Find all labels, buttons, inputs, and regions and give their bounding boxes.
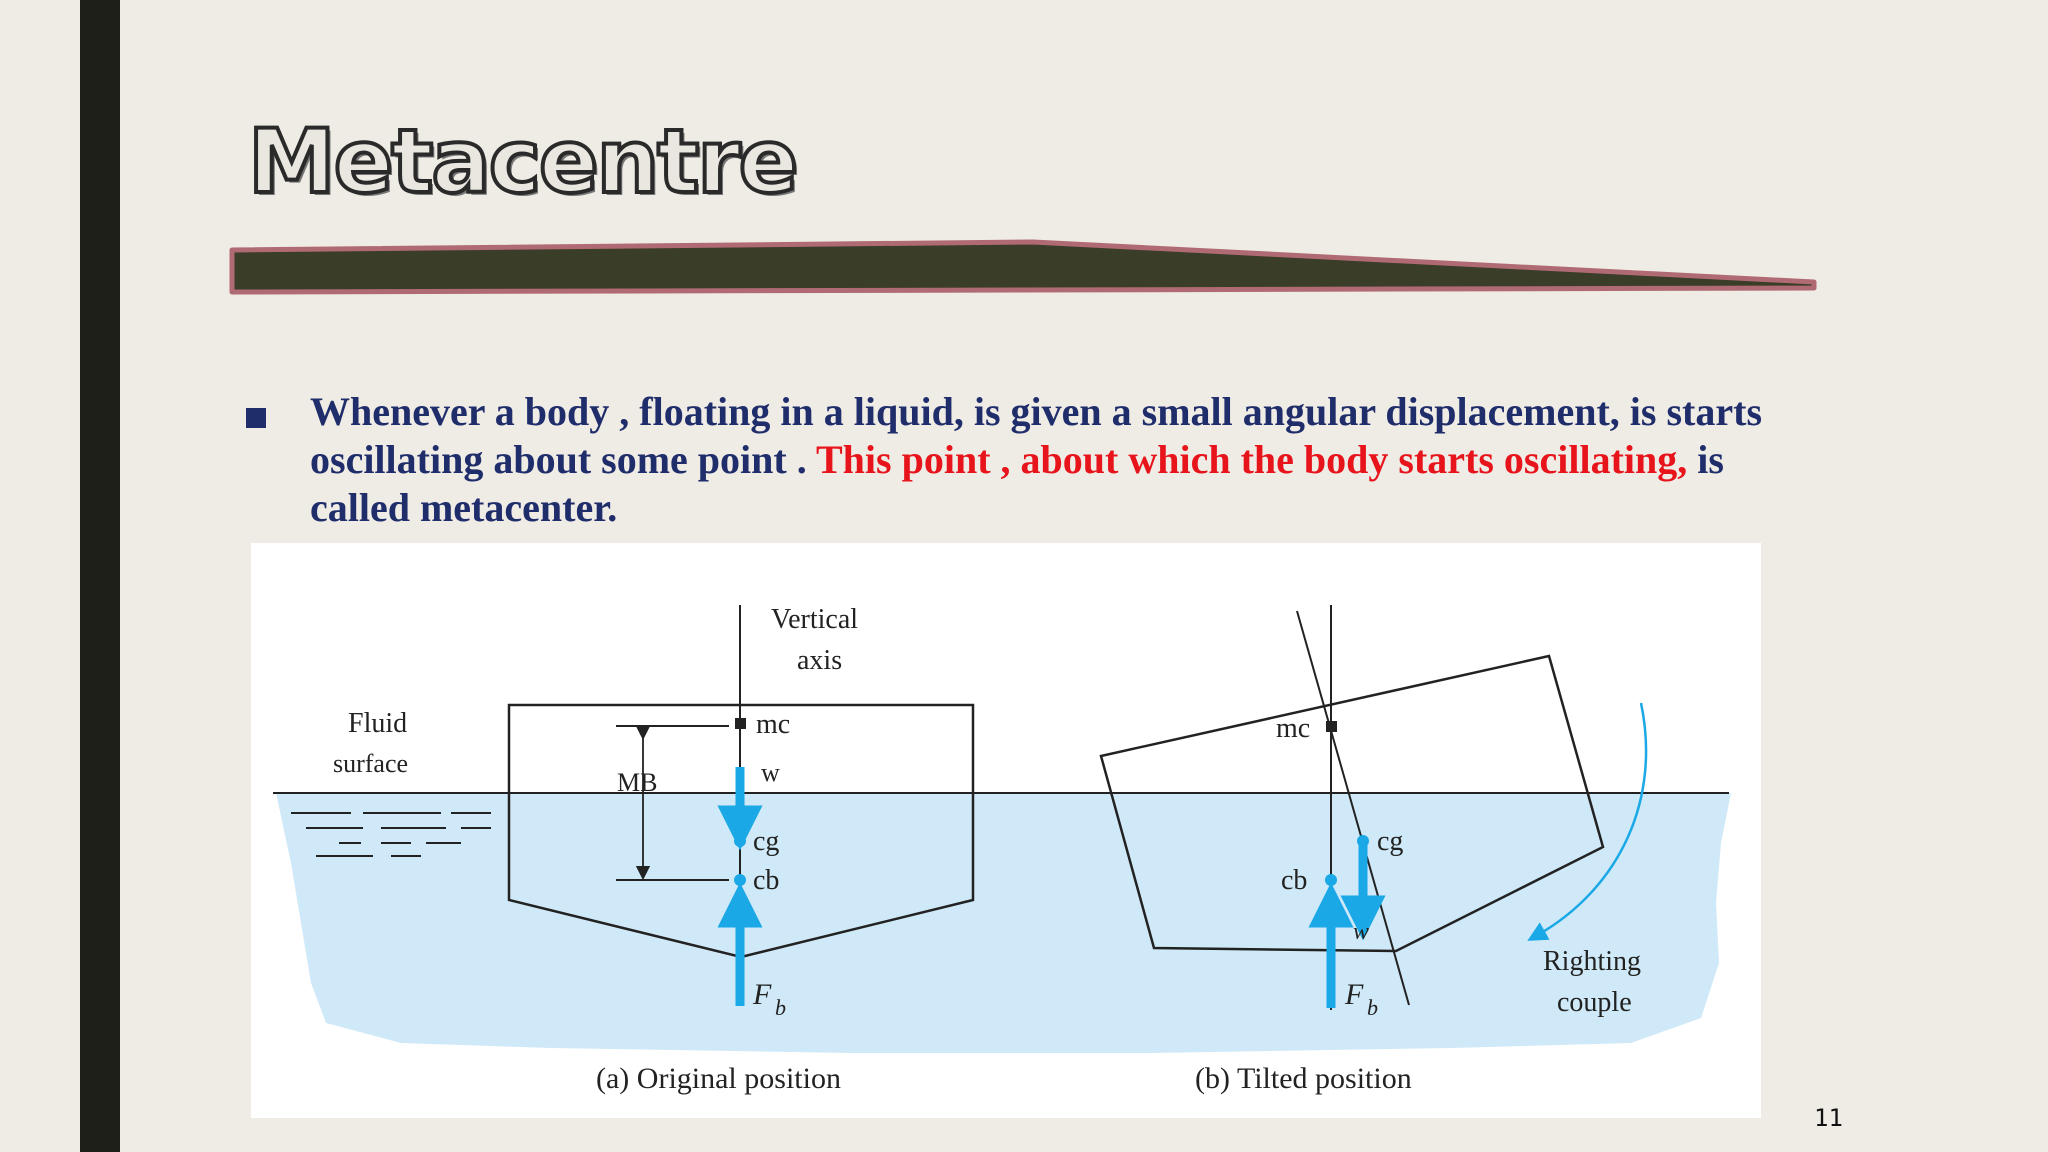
cg-point-a: [734, 835, 746, 847]
righting-couple-label-2: couple: [1557, 987, 1632, 1018]
w-label-b: w: [1353, 919, 1369, 945]
w-label-a: w: [761, 758, 780, 787]
body-text: Whenever a body , floating in a liquid, …: [246, 388, 1786, 532]
vertical-axis-label-2: axis: [797, 645, 842, 676]
bullet-icon: [246, 408, 266, 428]
fb-sub-b: b: [1367, 995, 1378, 1020]
cb-label-b: cb: [1281, 865, 1307, 896]
fb-label-a: F: [752, 978, 772, 1011]
body-tilted: [1099, 654, 1605, 953]
fluid-hatch-marks: [291, 812, 491, 857]
caption-original: (a) Original position: [596, 1062, 841, 1095]
fluid-surface-label-1: Fluid: [348, 708, 407, 739]
righting-couple-arrow: [1527, 702, 1648, 941]
title-underline-bar: [229, 239, 1817, 295]
body-original: [507, 703, 975, 959]
caption-tilted: (b) Tilted position: [1195, 1062, 1412, 1095]
mc-label-b: mc: [1276, 713, 1310, 744]
mc-point-b: [1326, 721, 1337, 732]
fluid-surface-label-2: surface: [333, 749, 408, 778]
fb-sub-a: b: [775, 995, 786, 1020]
body-text-highlight: This point , about which the body starts…: [816, 437, 1688, 482]
cb-point-a: [734, 874, 746, 886]
body-text-part1: Whenever a body , floating in a liquid, …: [310, 389, 1763, 482]
righting-couple-label-1: Righting: [1543, 946, 1641, 977]
cb-point-b: [1325, 874, 1337, 886]
tilted-axis-line: [1296, 610, 1410, 1006]
water-region: [276, 793, 1731, 1053]
body-text-part2: is called metacenter.: [310, 437, 1724, 530]
body-paragraph: Whenever a body , floating in a liquid, …: [310, 388, 1786, 532]
cb-label-a: cb: [753, 865, 779, 896]
mc-label-a: mc: [756, 709, 790, 740]
metacentre-figure: Vertical axis Fluid surface MB mc w cg c…: [251, 543, 1761, 1118]
metacentre-diagram: Vertical axis Fluid surface MB mc w cg c…: [273, 604, 1731, 1095]
mb-label: MB: [617, 768, 657, 797]
slide-number: 11: [1814, 1104, 1843, 1132]
cg-point-b: [1357, 835, 1369, 847]
cg-label-a: cg: [753, 826, 779, 857]
vertical-axis-label-1: Vertical: [771, 604, 858, 635]
slide-title: Metacentre: [246, 110, 800, 213]
fb-label-b: F: [1344, 978, 1364, 1011]
left-accent-bar: [80, 0, 120, 1152]
mc-point-a: [735, 718, 746, 729]
cg-label-b: cg: [1377, 826, 1403, 857]
